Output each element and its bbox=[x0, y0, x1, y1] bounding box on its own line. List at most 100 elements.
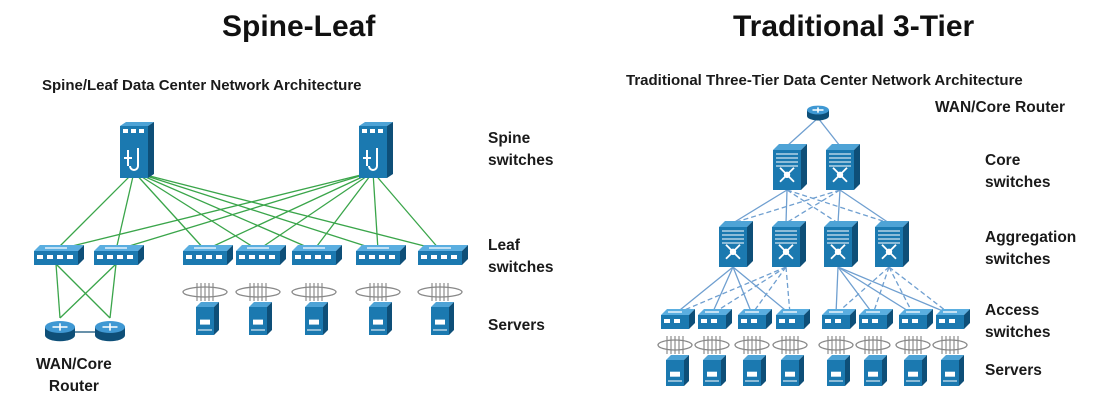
access-switch bbox=[822, 309, 856, 329]
spine-leaf-link bbox=[204, 171, 374, 251]
router bbox=[45, 321, 75, 342]
core-aggregation-link bbox=[785, 189, 788, 224]
access-switch bbox=[859, 309, 893, 329]
aggregation-access-link bbox=[674, 266, 734, 315]
spine-leaf-link bbox=[133, 171, 259, 251]
spine-leaf-link bbox=[115, 171, 135, 251]
core-aggregation-link bbox=[839, 189, 890, 224]
server-link-bundle bbox=[417, 283, 463, 301]
core-aggregation-link bbox=[837, 189, 841, 224]
access-switch bbox=[738, 309, 772, 329]
server-link-bundle bbox=[895, 336, 931, 354]
server bbox=[904, 355, 927, 386]
server bbox=[431, 302, 454, 335]
aggregation-access-link bbox=[837, 266, 874, 315]
server bbox=[827, 355, 850, 386]
server bbox=[864, 355, 887, 386]
aggregation-access-link bbox=[732, 266, 753, 315]
leaf-switch bbox=[418, 245, 468, 265]
leaf-switch bbox=[34, 245, 84, 265]
spine-leaf-link bbox=[115, 171, 374, 251]
access-switch bbox=[661, 309, 695, 329]
spine-leaf-link bbox=[55, 171, 135, 251]
access-switch bbox=[776, 309, 810, 329]
aggregation-switch bbox=[772, 221, 806, 267]
spine-leaf-link bbox=[257, 171, 374, 251]
server-link-bundle bbox=[818, 336, 854, 354]
server bbox=[743, 355, 766, 386]
aggregation-access-link bbox=[837, 266, 951, 315]
server-link-bundle bbox=[235, 283, 281, 301]
aggregation-access-link bbox=[837, 266, 914, 315]
aggregation-switch bbox=[824, 221, 858, 267]
aggregation-access-link bbox=[835, 266, 839, 315]
wan-core-router-label: WAN/Core Router bbox=[935, 99, 1066, 116]
server-link-bundle bbox=[291, 283, 337, 301]
aggregation-access-link bbox=[711, 266, 787, 315]
aggregation-switch bbox=[875, 221, 909, 267]
spine-leaf-link bbox=[133, 171, 379, 251]
router-core-link bbox=[817, 117, 841, 147]
spine-leaf-link bbox=[133, 171, 441, 251]
leaf-switch bbox=[292, 245, 342, 265]
server-link-bundle bbox=[855, 336, 891, 354]
spine-leaf-link bbox=[313, 171, 374, 251]
server bbox=[666, 355, 689, 386]
access-switch bbox=[899, 309, 933, 329]
aggregation-access-link bbox=[785, 266, 791, 315]
server bbox=[196, 302, 219, 335]
router bbox=[95, 321, 125, 342]
aggregation-access-link bbox=[751, 266, 787, 315]
aggregation-access-link bbox=[674, 266, 787, 315]
server bbox=[249, 302, 272, 335]
server-link-bundle bbox=[657, 336, 693, 354]
spine-leaf-title: Spine-Leaf bbox=[222, 10, 376, 43]
server bbox=[369, 302, 392, 335]
aggregation-access-link bbox=[888, 266, 951, 315]
aggregation-switch bbox=[719, 221, 753, 267]
server bbox=[305, 302, 328, 335]
server-link-bundle bbox=[932, 336, 968, 354]
server-link-bundle bbox=[694, 336, 730, 354]
spine-switch bbox=[120, 122, 154, 178]
server bbox=[941, 355, 964, 386]
leaf-router-link bbox=[59, 263, 117, 319]
spine-leaf-subtitle: Spine/Leaf Data Center Network Architect… bbox=[42, 77, 362, 94]
aggregation-access-link bbox=[872, 266, 890, 315]
wan-core-router bbox=[807, 105, 829, 121]
server-link-bundle bbox=[772, 336, 808, 354]
access-switch bbox=[698, 309, 732, 329]
left-servers-label: Servers bbox=[488, 317, 545, 334]
spine-leaf-link bbox=[372, 171, 379, 251]
server-link-bundle bbox=[355, 283, 401, 301]
leaf-router-link bbox=[55, 263, 111, 319]
leaf-router-link bbox=[55, 263, 61, 319]
server bbox=[781, 355, 804, 386]
spine-switch bbox=[359, 122, 393, 178]
aggregation-access-link bbox=[835, 266, 890, 315]
access-switch bbox=[936, 309, 970, 329]
spine-leaf-link bbox=[133, 171, 206, 251]
core-aggregation-link bbox=[732, 189, 788, 224]
leaf-switch bbox=[94, 245, 144, 265]
server-link-bundle bbox=[734, 336, 770, 354]
core-aggregation-link bbox=[786, 189, 890, 224]
leaf-switch bbox=[236, 245, 286, 265]
core-aggregation-link bbox=[732, 189, 841, 224]
router-core-link bbox=[786, 117, 819, 147]
core-aggregation-link bbox=[785, 189, 841, 224]
core-switch bbox=[773, 144, 807, 190]
three-tier-title: Traditional 3-Tier bbox=[733, 10, 975, 43]
leaf-router-link bbox=[109, 263, 117, 319]
right-servers-label: Servers bbox=[985, 362, 1042, 379]
aggregation-access-link bbox=[732, 266, 791, 315]
leaf-switch bbox=[356, 245, 406, 265]
spine-leaf-link bbox=[133, 171, 315, 251]
